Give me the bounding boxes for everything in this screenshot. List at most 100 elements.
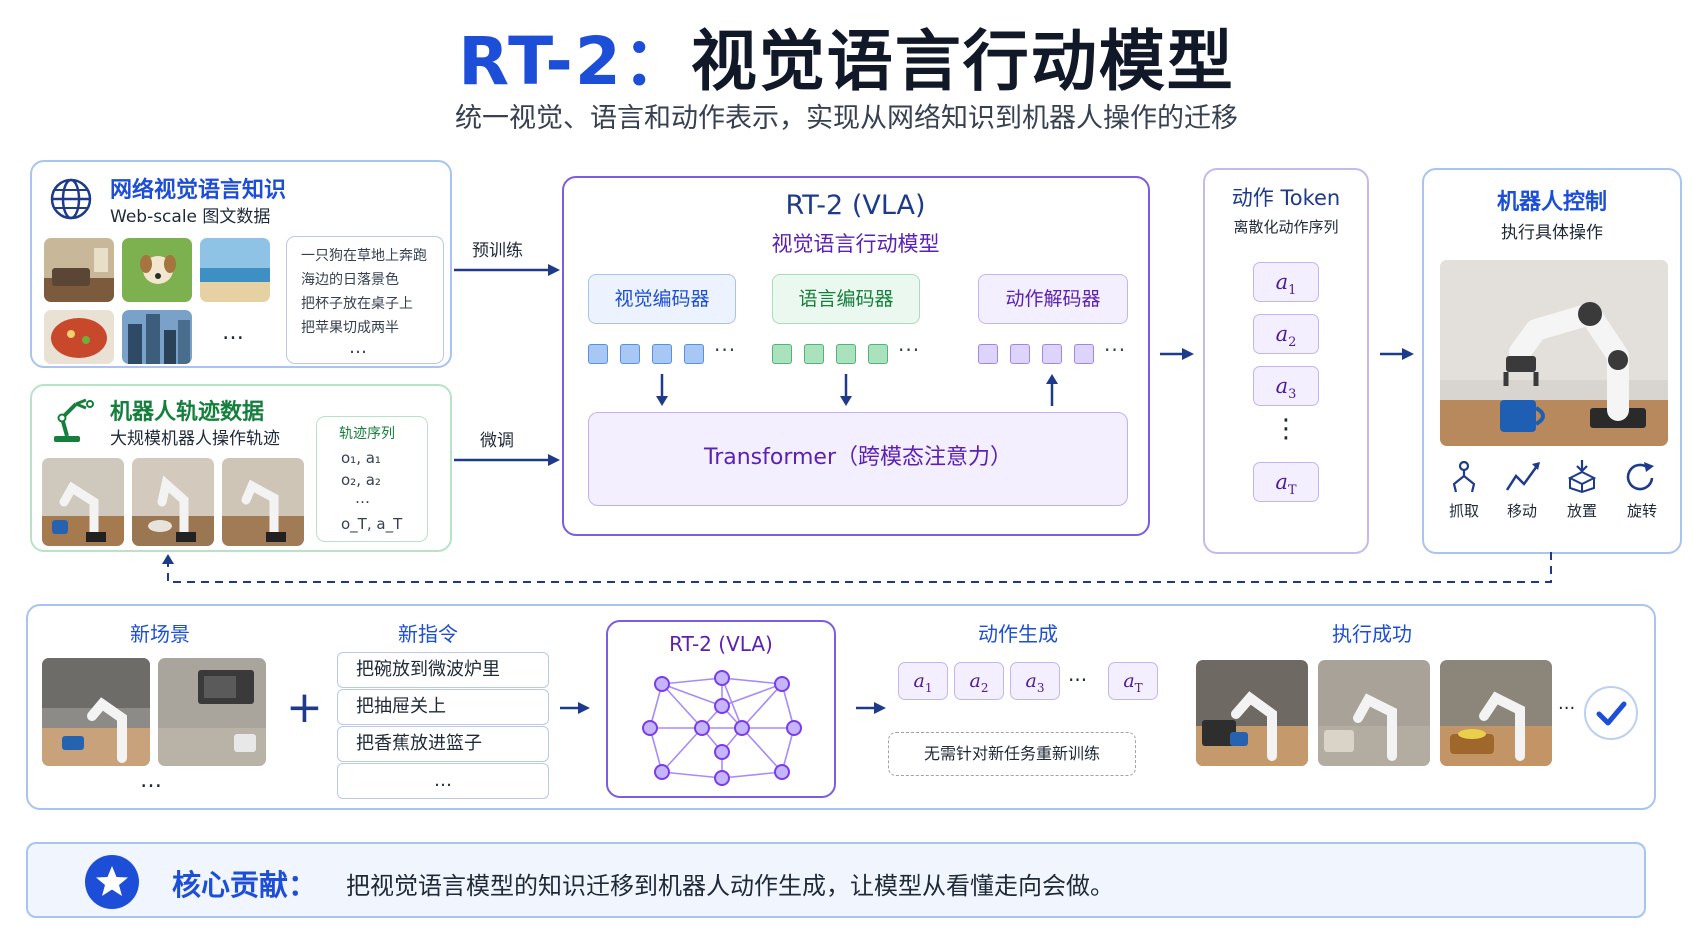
sequence-item: … <box>355 489 370 507</box>
caption-item: 一只狗在草地上奔跑 <box>301 248 427 264</box>
robot-arm-photo <box>1440 260 1668 446</box>
instruction-item: 把碗放到微波炉里 <box>337 652 549 688</box>
finetune-arrow <box>454 454 560 466</box>
new-scene-photo-2 <box>158 658 266 766</box>
vision-token <box>652 344 672 364</box>
place-icon <box>1567 460 1597 494</box>
food-thumbnail <box>44 310 114 364</box>
generated-token: aT <box>1108 662 1158 700</box>
plus-sign: + <box>286 682 323 733</box>
captions-box: 一只狗在草地上奔跑 海边的日落景色 把杯子放在桌子上 把苹果切成两半 … <box>286 236 444 364</box>
language-encoder-block: 语言编码器 <box>772 274 920 324</box>
core-label: 核心贡献： <box>172 868 318 902</box>
action-token-box: aT <box>1253 462 1319 502</box>
core-contribution-banner: 核心贡献： 把视觉语言模型的知识迁移到机器人动作生成，让模型从看懂走向会做。 <box>26 842 1646 918</box>
core-text: 把视觉语言模型的知识迁移到机器人动作生成，让模型从看懂走向会做。 <box>346 872 1114 900</box>
model-to-tokens-arrow <box>1160 348 1194 360</box>
instruction-item: 把抽屉关上 <box>337 689 549 725</box>
sequence-item: o₁, a₁ <box>341 449 381 467</box>
language-token <box>868 344 888 364</box>
action-gen-title: 动作生成 <box>978 622 1058 646</box>
success-more: ··· <box>1558 698 1576 719</box>
action-token-vdots: ⋮ <box>1273 414 1299 444</box>
success-photo-3 <box>1440 660 1552 766</box>
action-tokens-subtitle: 离散化动作序列 <box>1233 218 1339 236</box>
finetune-label: 微调 <box>480 431 514 451</box>
instruction-more: … <box>337 763 549 799</box>
action-token <box>1010 344 1030 364</box>
robot-control-card: 机器人控制 执行具体操作 抓取 移动 放置 旋转 <box>1422 168 1682 554</box>
sequence-title: 轨迹序列 <box>339 426 395 442</box>
caption-item: 把苹果切成两半 <box>301 320 399 336</box>
robot-control-title: 机器人控制 <box>1496 190 1607 215</box>
dog-thumbnail <box>122 238 192 302</box>
decoder-up-arrow <box>1046 374 1058 406</box>
neural-network-icon <box>642 670 802 786</box>
control-label-rotate: 旋转 <box>1626 502 1657 520</box>
vision-down-arrow <box>656 374 668 406</box>
instruction-list: 把碗放到微波炉里 把抽屉关上 把香蕉放进篮子 … <box>337 652 549 802</box>
control-label-grasp: 抓取 <box>1448 502 1479 520</box>
action-token-dots: ··· <box>1104 338 1127 362</box>
language-token <box>804 344 824 364</box>
vision-token <box>684 344 704 364</box>
robot-control-subtitle: 执行具体操作 <box>1501 223 1603 243</box>
vision-token <box>620 344 640 364</box>
language-token <box>772 344 792 364</box>
caption-item: 海边的日落景色 <box>301 272 399 288</box>
vision-token <box>588 344 608 364</box>
rt2-model-card: RT-2 (VLA) 视觉语言行动模型 视觉编码器 语言编码器 动作解码器 ··… <box>562 176 1150 536</box>
web-knowledge-card: 网络视觉语言知识 Web-scale 图文数据 … 一只狗在草地上奔跑 海边的日… <box>30 160 452 368</box>
generalization-panel: 新场景 … + 新指令 把碗放到微波炉里 把抽屉关上 把香蕉放进篮子 … RT-… <box>26 604 1656 810</box>
model-subtitle: 视觉语言行动模型 <box>771 232 940 256</box>
captions-more: … <box>349 337 367 358</box>
action-tokens-title: 动作 Token <box>1231 186 1341 210</box>
page-subtitle: 统一视觉、语言和动作表示，实现从网络知识到机器人操作的迁移 <box>455 103 1238 134</box>
trajectory-sequence-box: 轨迹序列 o₁, a₁ o₂, a₂ … o_T, a_T <box>316 416 428 542</box>
action-tokens-card: 动作 Token 离散化动作序列 a1 a2 a3 ⋮ aT <box>1203 168 1369 554</box>
action-decoder-block: 动作解码器 <box>978 274 1128 324</box>
caption-item: 把杯子放在桌子上 <box>301 296 413 312</box>
pretrain-label: 预训练 <box>472 241 523 261</box>
generalization-model-box: RT-2 (VLA) <box>606 620 836 798</box>
check-icon <box>1584 686 1638 740</box>
action-token-box: a1 <box>1253 262 1319 302</box>
new-instruction-title: 新指令 <box>398 622 458 646</box>
sequence-item: o₂, a₂ <box>341 471 381 489</box>
transformer-block: Transformer（跨模态注意力） <box>588 412 1128 506</box>
instruction-to-model-arrow <box>560 702 590 714</box>
model-to-actions-arrow <box>856 702 886 714</box>
robot-arm-icon <box>54 398 94 442</box>
model-title: RT-2 (VLA) <box>785 190 926 221</box>
language-down-arrow <box>840 374 852 406</box>
rotate-icon <box>1626 462 1654 491</box>
vision-encoder-block: 视觉编码器 <box>588 274 736 324</box>
robot-trajectory-photo-3 <box>222 458 304 546</box>
star-icon <box>85 855 139 909</box>
page-title: RT-2：视觉语言行动模型 <box>458 23 1235 100</box>
more-images-ellipsis: … <box>222 320 244 345</box>
generated-token-dots: ··· <box>1068 668 1088 692</box>
tokens-to-robot-arrow <box>1380 348 1414 360</box>
success-title: 执行成功 <box>1332 622 1412 646</box>
action-token <box>978 344 998 364</box>
language-token <box>836 344 856 364</box>
sequence-item: o_T, a_T <box>341 515 403 533</box>
city-thumbnail <box>122 310 192 364</box>
new-scene-more: … <box>140 768 162 793</box>
generated-token: a1 <box>898 662 948 700</box>
feedback-loop-arrow <box>162 552 1552 583</box>
generated-token: a2 <box>954 662 1004 700</box>
vision-token-dots: ··· <box>714 338 737 362</box>
language-token-dots: ··· <box>898 338 921 362</box>
web-knowledge-subtitle: Web-scale 图文数据 <box>110 207 271 227</box>
generalization-model-label: RT-2 (VLA) <box>669 632 773 656</box>
robot-trajectory-photo-2 <box>132 458 214 546</box>
robot-data-title: 机器人轨迹数据 <box>110 400 265 425</box>
action-token-box: a3 <box>1253 366 1319 406</box>
action-token-box: a2 <box>1253 314 1319 354</box>
action-token <box>1042 344 1062 364</box>
action-token <box>1074 344 1094 364</box>
success-photo-2 <box>1318 660 1430 766</box>
no-retrain-note: 无需针对新任务重新训练 <box>888 732 1136 776</box>
